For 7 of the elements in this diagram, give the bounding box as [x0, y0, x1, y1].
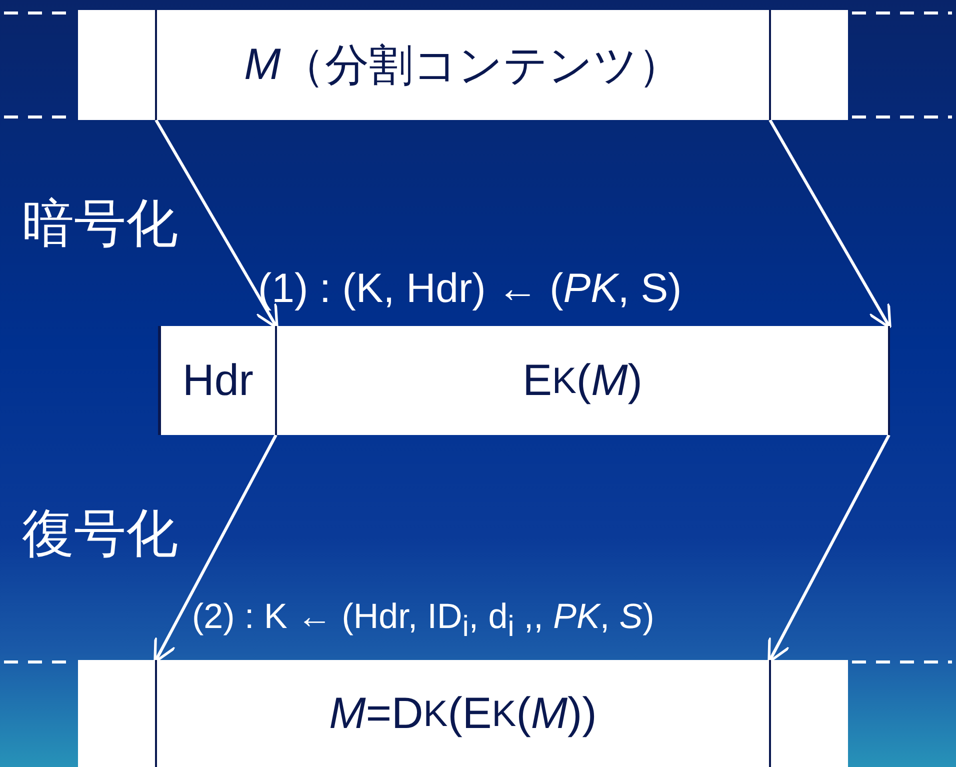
content-segment: M（分割コンテンツ）	[155, 10, 771, 120]
step-label: 暗号化	[22, 196, 178, 254]
formula-label: (1) : (K, Hdr) ← (PK, S)	[258, 266, 682, 312]
header-cell: Hdr	[158, 326, 275, 435]
step-label: 復号化	[22, 506, 178, 564]
arrow	[768, 119, 892, 330]
formula-label: (2) : K ← (Hdr, ID$_{i}$, d$_{i}$ ,, PK, S)	[192, 598, 654, 644]
